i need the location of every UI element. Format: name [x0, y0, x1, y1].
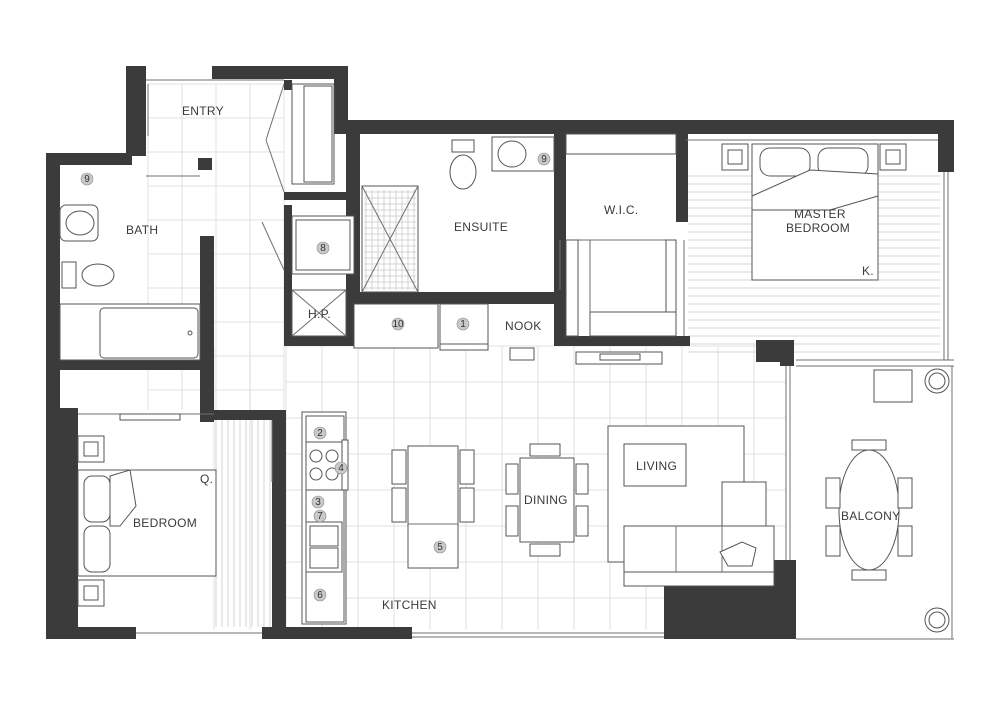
bath-fixtures	[59, 172, 201, 361]
closet-hp	[291, 215, 355, 337]
bedroom-wood-floor	[215, 420, 271, 627]
bedroom-bed-size: Q.	[200, 472, 213, 486]
fixture-number-oven: 4	[338, 463, 344, 474]
balcony-furniture	[825, 368, 950, 633]
room-label-bath: BATH	[126, 223, 158, 237]
walk-in-closet	[559, 133, 685, 337]
fixture-number-pantry: 10	[392, 319, 404, 330]
master-bed-size: K.	[862, 264, 874, 278]
room-label-hp: H.P.	[308, 307, 331, 321]
fixture-number-island: 5	[437, 542, 443, 553]
fixture-number-closet: 8	[320, 243, 326, 254]
room-label-nook: NOOK	[505, 319, 542, 333]
island-dining	[391, 443, 589, 569]
fixture-number-sink: 7	[317, 511, 323, 522]
walls	[46, 66, 954, 639]
windows	[136, 139, 954, 640]
fixture-number-nook-counter: 1	[460, 319, 466, 330]
room-label-ensuite: ENSUITE	[454, 220, 508, 234]
room-label-entry: ENTRY	[182, 104, 224, 118]
room-label-bedroom: BEDROOM	[133, 516, 197, 530]
room-label-master-line1: MASTER	[794, 207, 846, 221]
nook-pantry	[353, 303, 535, 361]
room-label-living: LIVING	[636, 459, 677, 473]
room-label-kitchen: KITCHEN	[382, 598, 437, 612]
ensuite-fixtures	[361, 136, 555, 293]
entry-area	[146, 79, 335, 271]
fixture-number-bath-sink: 9	[84, 174, 90, 185]
fixture-number-cooktop: 2	[317, 428, 323, 439]
room-label-dining: DINING	[524, 493, 568, 507]
fixture-number-dishwasher: 3	[315, 497, 321, 508]
room-label-master-line2: BEDROOM	[786, 221, 850, 235]
master-bedroom-furniture	[575, 143, 907, 365]
fixture-number-fridge: 6	[317, 590, 323, 601]
fixture-markers	[311, 152, 551, 602]
fixture-number-ensuite-sink: 9	[541, 154, 547, 165]
room-label-balcony: BALCONY	[841, 509, 900, 523]
bedroom-furniture	[77, 413, 273, 607]
room-label-wic: W.I.C.	[604, 203, 638, 217]
living-furniture	[607, 425, 775, 587]
